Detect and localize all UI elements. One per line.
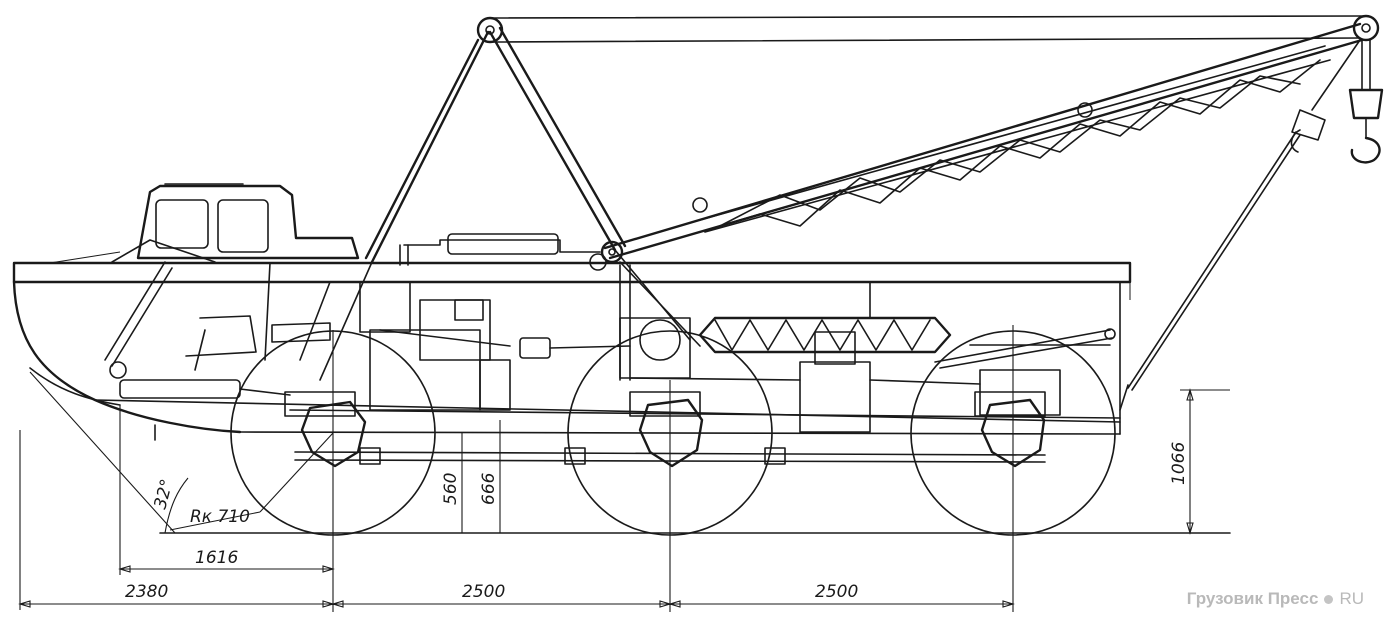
dim-560: 560 xyxy=(441,473,461,505)
hook-block xyxy=(1119,39,1384,411)
dim-2500-b: 2500 xyxy=(815,582,858,602)
dim-angle-32: 32° xyxy=(151,477,178,511)
amphibious-hull xyxy=(12,251,1132,435)
watermark: Грузовик Пресс RU xyxy=(1187,589,1364,609)
cabin xyxy=(104,183,360,379)
dim-2500-a: 2500 xyxy=(462,582,505,602)
rear-linkage xyxy=(934,328,1116,416)
dim-1616: 1616 xyxy=(195,548,238,568)
crane-top-cables xyxy=(489,15,1366,43)
watermark-domain: RU xyxy=(1339,589,1364,608)
dim-2380: 2380 xyxy=(125,582,168,602)
dim-rk710: Rк 710 xyxy=(190,507,250,527)
transfer-box xyxy=(619,317,981,433)
crane-rig-cables xyxy=(319,261,631,381)
lattice-boom xyxy=(589,14,1380,271)
front-linkage xyxy=(119,379,291,441)
dim-666: 666 xyxy=(479,472,499,505)
dim-1066: 1066 xyxy=(1169,442,1189,485)
dimension-labels: 2380 1616 2500 2500 560 666 1066 Rк 710 … xyxy=(125,442,1189,602)
dot-icon xyxy=(1324,594,1334,604)
winch-drum xyxy=(698,281,952,354)
dimension-lines xyxy=(18,371,1194,608)
drive-shafts xyxy=(289,409,1121,465)
crane-a-frame xyxy=(364,16,701,347)
watermark-name: Грузовик Пресс xyxy=(1186,589,1319,608)
wheel-hubs xyxy=(284,391,1046,468)
dimension-extension-lines xyxy=(19,325,1230,612)
engine xyxy=(359,233,631,411)
